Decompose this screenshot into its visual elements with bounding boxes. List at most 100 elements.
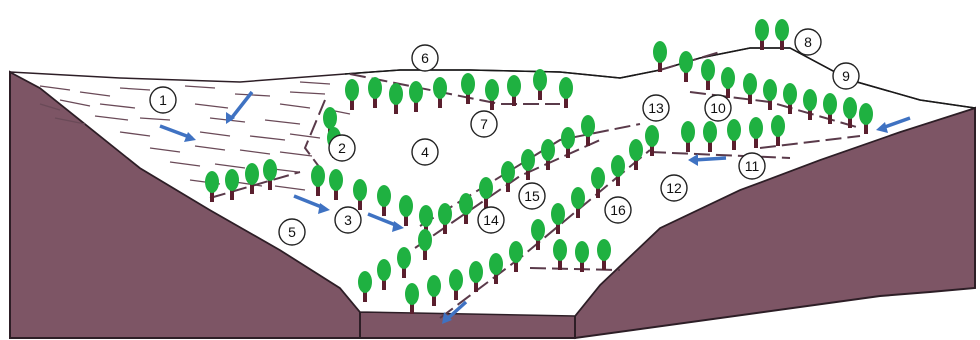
tree-canopy — [859, 103, 873, 125]
tree-icon — [205, 171, 219, 202]
tree-icon — [727, 119, 741, 150]
callout-3-label: 3 — [344, 212, 352, 228]
tree-icon — [377, 259, 391, 290]
tree-canopy — [575, 241, 589, 263]
callout-11: 11 — [738, 152, 766, 180]
tree-icon — [701, 59, 715, 90]
tree-canopy — [399, 195, 413, 217]
snow-streak — [299, 81, 331, 85]
snow-streak — [149, 147, 181, 153]
tree-trunk — [210, 188, 214, 202]
tree-trunk — [768, 96, 772, 110]
snow-streak — [199, 131, 231, 137]
tree-trunk — [780, 36, 784, 50]
tree-icon — [438, 203, 452, 234]
snow-streak — [184, 85, 216, 89]
tree-icon — [409, 81, 423, 112]
tree-trunk — [358, 196, 362, 210]
tree-canopy — [469, 261, 483, 283]
fence-line — [209, 171, 301, 199]
tree-canopy — [597, 239, 611, 261]
tree-canopy — [438, 203, 452, 225]
tree-trunk — [402, 264, 406, 278]
tree-icon — [591, 167, 605, 198]
callout-7: 7 — [470, 110, 498, 138]
tree-icon — [507, 75, 521, 106]
tree-icon — [263, 159, 277, 190]
tree-canopy — [485, 79, 499, 101]
tree-trunk — [616, 172, 620, 186]
tree-trunk — [684, 68, 688, 82]
callout-12-label: 12 — [666, 180, 682, 196]
tree-canopy — [489, 253, 503, 275]
tree-canopy — [541, 139, 555, 161]
tree-trunk — [230, 186, 234, 200]
tree-trunk — [566, 144, 570, 158]
snow-streak — [169, 161, 201, 167]
tree-canopy — [433, 77, 447, 99]
tree-trunk — [466, 90, 470, 104]
snow-streak — [39, 103, 61, 111]
snow-streak — [39, 85, 71, 91]
callout-14: 14 — [477, 206, 505, 234]
tree-trunk — [788, 100, 792, 114]
tree-canopy — [427, 275, 441, 297]
tree-icon — [611, 155, 625, 186]
tree-canopy — [507, 75, 521, 97]
fence-line — [414, 139, 601, 249]
tree-trunk — [464, 210, 468, 224]
tree-icon — [501, 161, 515, 192]
tree-trunk — [576, 204, 580, 218]
tree-trunk — [268, 176, 272, 190]
terrain — [9, 47, 976, 340]
tree-canopy — [553, 239, 567, 261]
fence-line — [649, 151, 791, 159]
callout-4: 4 — [411, 138, 439, 166]
tree-trunk — [596, 184, 600, 198]
tree-trunk — [828, 110, 832, 124]
tree-trunk — [363, 288, 367, 302]
tree-canopy — [521, 149, 535, 171]
tree-icon — [653, 41, 667, 72]
tree-trunk — [650, 142, 654, 156]
snow-streak — [59, 99, 91, 107]
tree-icon — [485, 79, 499, 110]
tree-icon — [531, 219, 545, 250]
tree-trunk — [424, 222, 428, 236]
tree-icon — [405, 283, 419, 314]
tree-trunk — [526, 166, 530, 180]
flow-arrow-icon — [442, 300, 468, 324]
tree-icon — [681, 121, 695, 152]
tree-canopy — [358, 271, 372, 293]
callout-8-label: 8 — [804, 34, 812, 50]
tree-canopy — [409, 81, 423, 103]
tree-trunk — [686, 138, 690, 152]
tree-canopy — [775, 19, 789, 41]
tree-trunk — [776, 132, 780, 146]
tree-icon — [575, 241, 589, 272]
tree-canopy — [377, 259, 391, 281]
tree-trunk — [474, 278, 478, 292]
tree-canopy — [353, 179, 367, 201]
tree-trunk — [394, 100, 398, 114]
tree-canopy — [681, 121, 695, 143]
tree-trunk — [580, 258, 584, 272]
tree-canopy — [679, 51, 693, 73]
tree-canopy — [205, 171, 219, 193]
callout-2-label: 2 — [338, 140, 346, 156]
flow-arrow-icon — [159, 124, 196, 142]
tree-canopy — [501, 161, 515, 183]
callout-15-label: 15 — [524, 188, 540, 204]
tree-trunk — [726, 84, 730, 98]
tree-canopy — [743, 73, 757, 95]
tree-canopy — [559, 77, 573, 99]
tree-canopy — [561, 127, 575, 149]
tree-canopy — [323, 107, 337, 129]
tree-canopy — [389, 83, 403, 105]
tree-canopy — [749, 117, 763, 139]
callout-1: 1 — [149, 86, 177, 114]
tree-canopy — [225, 169, 239, 191]
tree-icon — [469, 261, 483, 292]
tree-icon — [553, 239, 567, 270]
tree-canopy — [509, 241, 523, 263]
